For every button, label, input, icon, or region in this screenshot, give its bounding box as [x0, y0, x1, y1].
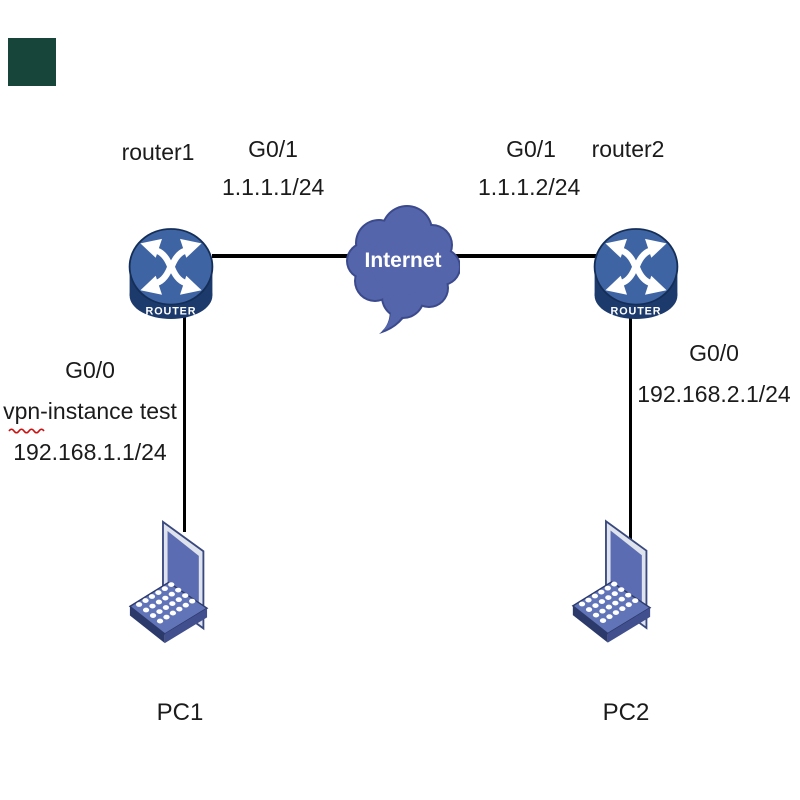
internet-cloud-icon: Internet: [346, 205, 460, 334]
corner-swatch: [8, 38, 56, 86]
router2-lan-labels: G0/0 192.168.2.1/24: [628, 333, 800, 415]
router1-lan-interface-label: G0/0: [65, 357, 115, 383]
link-line-router1-pc1: [183, 312, 186, 532]
keyboard-keys: [135, 582, 196, 624]
pc2-icon: [571, 519, 652, 643]
router1-vpn-instance-label: vpn-instance test: [3, 398, 177, 424]
router1-wan-interface-label: G0/1: [248, 136, 298, 162]
router2-lan-interface-label: G0/0: [689, 340, 739, 366]
router2-lan-ip-label: 192.168.2.1/24: [637, 381, 791, 407]
router2-label: router2: [591, 136, 665, 162]
router1-icon: ROUTER: [128, 228, 214, 319]
router2-wan-interface-label: G0/1: [506, 136, 556, 162]
router1-caption: ROUTER: [146, 306, 197, 318]
router1-wan-ip-label: 1.1.1.1/24: [222, 174, 325, 200]
router1-label: router1: [121, 139, 195, 165]
cloud-body: [348, 207, 459, 331]
router2-icon: ROUTER: [593, 228, 679, 319]
router-arrows-icon: [140, 238, 202, 295]
router1-lan-labels: G0/0 vpn-instance test 192.168.1.1/24: [0, 350, 180, 473]
router2-caption: ROUTER: [611, 306, 662, 318]
pc1-label: PC1: [156, 699, 204, 726]
router1-lan-ip-label: 192.168.1.1/24: [13, 439, 167, 465]
internet-label: Internet: [364, 249, 441, 272]
spellcheck-squiggle: [8, 428, 45, 434]
link-line-router2-pc2: [629, 306, 632, 548]
keyboard-keys: [578, 581, 639, 623]
router-arrows-icon: [605, 238, 667, 295]
pc2-label: PC2: [602, 699, 650, 726]
pc1-icon: [128, 520, 209, 644]
router2-wan-ip-label: 1.1.1.2/24: [478, 174, 581, 200]
